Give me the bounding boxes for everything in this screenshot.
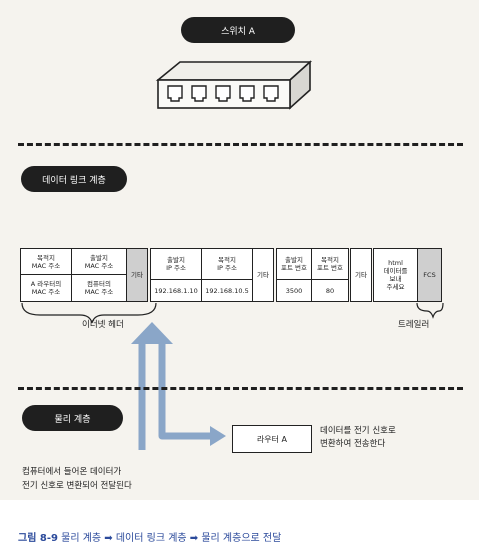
switch-label: 스위치 A [221,26,255,37]
computer-mac-text: 컴퓨터의 MAC 주소 [84,280,114,296]
fcs-text: FCS [423,271,436,279]
dst-ip-label: 목적지 IP 주소 [217,256,237,272]
physical-label-pill: 물리 계층 [22,405,123,431]
src-port-label-cell: 출발지 포트 번호 [276,248,312,280]
flow-arrowhead-right [210,426,226,446]
physical-label: 물리 계층 [54,414,91,425]
divider-bottom [18,387,463,390]
trailer-brace [416,302,444,319]
ethernet-header-brace [21,302,157,324]
router-label: 라우터 A [256,434,288,444]
router-box: 라우터 A [232,425,312,453]
src-port-value-cell: 3500 [276,279,312,302]
etc-cell-2: 기타 [252,248,274,302]
payload-cell: html 데이터를 보내 주세요 [373,248,418,302]
flow-arrowhead-up [131,322,173,344]
switch-illustration [155,60,313,110]
src-ip-label: 출발지 IP 주소 [166,256,186,272]
dst-port-label: 목적지 포트 번호 [317,256,343,272]
dest-mac-cell: 목적지 MAC 주소 [20,248,72,275]
datalink-label: 데이터 링크 계층 [42,175,106,186]
diagram-connectors [21,302,444,450]
frame: 목적지 MAC 주소 출발지 MAC 주소 A 라우터의 MAC 주소 컴퓨터의… [20,248,442,302]
dst-ip-value: 192.168.10.5 [205,286,249,295]
signal-flow-path [138,340,212,450]
dest-mac-text: 목적지 MAC 주소 [31,253,61,270]
ethernet-header-label: 이더넷 헤더 [82,320,124,330]
src-port-value: 3500 [285,286,303,295]
figure-caption-text: 물리 계층 ➡ 데이터 링크 계층 ➡ 물리 계층으로 전달 [57,533,282,544]
figure-caption: 그림 8-9 물리 계층 ➡ 데이터 링크 계층 ➡ 물리 계층으로 전달 [18,529,281,544]
etc-text-2: 기타 [257,271,269,279]
switch-label-pill: 스위치 A [181,17,295,43]
switch-ports [167,85,279,102]
router-mac-text: A 라우터의 MAC 주소 [30,280,62,296]
src-port-label: 출발지 포트 번호 [281,256,307,272]
trailer-label: 트레일러 [398,320,430,330]
etc-cell-3: 기타 [350,248,372,302]
src-mac-text: 출발지 MAC 주소 [84,253,114,270]
datalink-label-pill: 데이터 링크 계층 [21,166,127,192]
dst-port-value-cell: 80 [311,279,349,302]
src-mac-cell: 출발지 MAC 주소 [71,248,127,275]
divider-top [18,143,463,146]
figure-number: 그림 8-9 [18,533,58,544]
dst-port-value: 80 [325,286,335,295]
payload-text: html 데이터를 보내 주세요 [383,259,408,291]
dst-ip-label-cell: 목적지 IP 주소 [201,248,253,280]
fcs-cell: FCS [417,248,442,302]
etc-cell-1: 기타 [126,248,148,302]
etc-text-1: 기타 [131,271,143,279]
etc-text-3: 기타 [355,271,367,279]
src-ip-value: 192.168.1.10 [154,286,198,295]
router-note: 데이터를 전기 신호로 변환하여 전송한다 [320,426,396,449]
computer-note: 컴퓨터에서 들어온 데이터가 전기 신호로 변환되어 전달된다 [22,467,132,491]
router-mac-cell: A 라우터의 MAC 주소 [20,274,72,302]
